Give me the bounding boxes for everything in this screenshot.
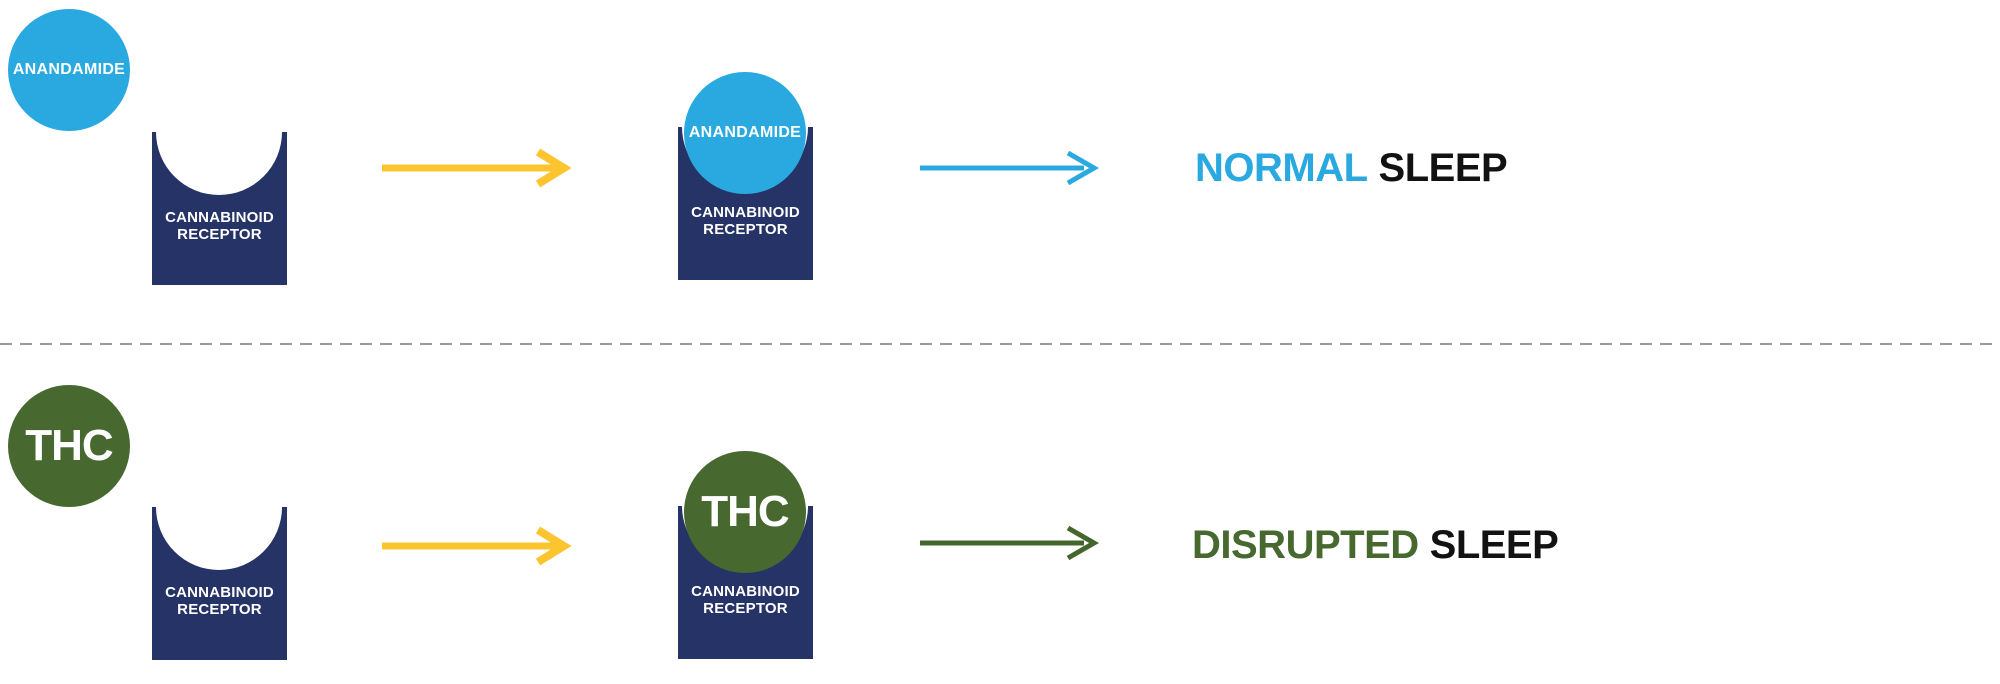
thc-molecule: THC [8, 385, 130, 507]
receptor-label: CANNABINOID RECEPTOR [691, 583, 800, 617]
disrupted-sleep-label: DISRUPTED SLEEP [1192, 522, 1559, 567]
dashed-divider [0, 343, 2000, 345]
anandamide-molecule-bound: ANANDAMIDE [684, 72, 806, 194]
thc-label: THC [701, 487, 789, 536]
result-highlight: DISRUPTED [1192, 522, 1419, 567]
receptor-label: CANNABINOID RECEPTOR [165, 584, 274, 618]
anandamide-bound-receptor: CANNABINOID RECEPTOR ANANDAMIDE [678, 64, 813, 282]
receptor-binding-socket [156, 69, 282, 195]
anandamide-label: ANANDAMIDE [12, 61, 126, 78]
result-arrow-icon [920, 150, 1100, 186]
receptor-label: CANNABINOID RECEPTOR [691, 204, 800, 238]
result-highlight: NORMAL [1195, 145, 1368, 190]
receptor-label: CANNABINOID RECEPTOR [165, 209, 274, 243]
thc-molecule-bound: THC [684, 451, 806, 573]
normal-sleep-label: NORMAL SLEEP [1195, 145, 1508, 190]
binding-arrow-icon [382, 148, 572, 188]
result-rest: SLEEP [1378, 145, 1508, 190]
cannabinoid-receptor-empty: CANNABINOID RECEPTOR [152, 69, 287, 285]
binding-arrow-icon [382, 526, 572, 566]
cannabinoid-receptor-empty: CANNABINOID RECEPTOR [152, 444, 287, 660]
receptor-binding-socket [156, 444, 282, 570]
result-arrow-icon [920, 525, 1100, 561]
anandamide-molecule: ANANDAMIDE [8, 9, 130, 131]
thc-label: THC [25, 421, 113, 470]
anandamide-label: ANANDAMIDE [688, 124, 802, 141]
thc-bound-receptor: CANNABINOID RECEPTOR THC [678, 443, 813, 661]
result-rest: SLEEP [1429, 522, 1559, 567]
